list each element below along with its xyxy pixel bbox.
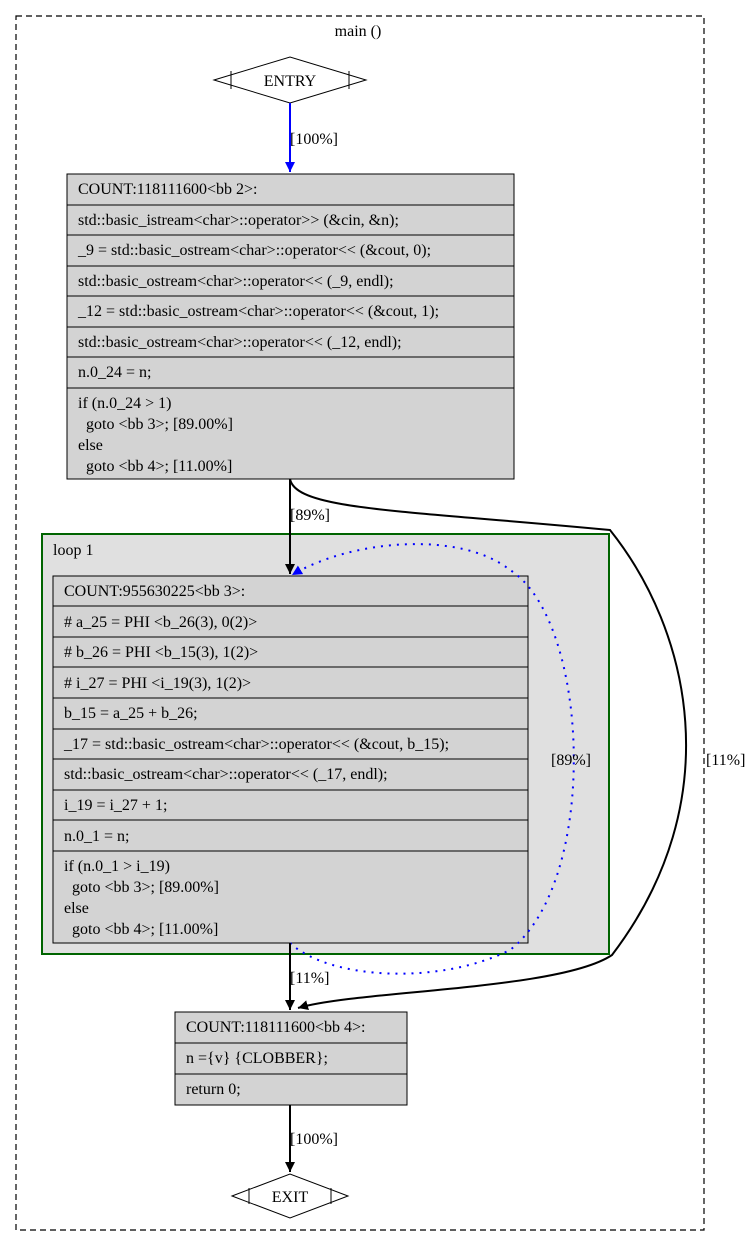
function-cluster bbox=[15, 15, 705, 1231]
bb3-line: std::basic_ostream<char>::operator<< (_1… bbox=[64, 766, 388, 783]
bb2-line: std::basic_ostream<char>::operator<< (_1… bbox=[78, 334, 402, 351]
edge-label-bb3-loop: [89%] bbox=[551, 752, 591, 769]
bb2-line: _12 = std::basic_ostream<char>::operator… bbox=[77, 303, 439, 320]
bb4-line: return 0; bbox=[186, 1081, 241, 1098]
bb4-node[interactable]: COUNT:118111600<bb 4>: n ={v} {CLOBBER};… bbox=[174, 1011, 408, 1106]
bb2-branch-line: goto <bb 3>; [89.00%] bbox=[78, 416, 233, 433]
bb3-line: # i_27 = PHI <i_19(3), 1(2)> bbox=[64, 675, 251, 692]
exit-node[interactable]: EXIT bbox=[230, 1173, 350, 1219]
bb3-branch-line: else bbox=[64, 900, 89, 917]
bb4-line: n ={v} {CLOBBER}; bbox=[186, 1050, 328, 1067]
edge-label-bb2-bb3: [89%] bbox=[290, 507, 330, 524]
edge-label-bb3-bb4: [11%] bbox=[290, 970, 329, 987]
bb3-branch-line: goto <bb 3>; [89.00%] bbox=[64, 879, 219, 896]
entry-label: ENTRY bbox=[264, 73, 317, 90]
bb2-branch-line: else bbox=[78, 437, 103, 454]
entry-node[interactable]: ENTRY bbox=[212, 56, 368, 104]
bb3-branch-line: if (n.0_1 > i_19) bbox=[64, 858, 170, 875]
loop-title: loop 1 bbox=[53, 542, 93, 559]
bb2-line: std::basic_ostream<char>::operator<< (_9… bbox=[78, 273, 394, 290]
bb2-line: std::basic_istream<char>::operator>> (&c… bbox=[78, 212, 399, 229]
bb2-line: _9 = std::basic_ostream<char>::operator<… bbox=[77, 242, 431, 259]
bb3-node[interactable]: COUNT:955630225<bb 3>: # a_25 = PHI <b_2… bbox=[52, 575, 529, 944]
exit-label: EXIT bbox=[272, 1189, 309, 1206]
bb2-branch-line: if (n.0_24 > 1) bbox=[78, 395, 171, 412]
bb3-line: i_19 = i_27 + 1; bbox=[64, 797, 167, 814]
edge-bb3-loop bbox=[289, 543, 575, 975]
bb3-line: n.0_1 = n; bbox=[64, 828, 129, 845]
bb3-line: _17 = std::basic_ostream<char>::operator… bbox=[63, 736, 449, 753]
bb2-line: n.0_24 = n; bbox=[78, 364, 151, 381]
bb3-line: b_15 = a_25 + b_26; bbox=[64, 705, 198, 722]
bb3-branch-line: goto <bb 4>; [11.00%] bbox=[64, 921, 218, 938]
edge-label-entry-bb2: [100%] bbox=[290, 131, 338, 148]
bb2-line: COUNT:118111600<bb 2>: bbox=[78, 181, 257, 198]
bb3-line: # b_26 = PHI <b_15(3), 1(2)> bbox=[64, 644, 258, 661]
bb3-line: COUNT:955630225<bb 3>: bbox=[64, 583, 245, 600]
edge-label-bb2-bb4: [11%] bbox=[706, 752, 745, 769]
bb2-branch-line: goto <bb 4>; [11.00%] bbox=[78, 458, 232, 475]
cluster-title: main () bbox=[335, 23, 382, 40]
bb3-line: # a_25 = PHI <b_26(3), 0(2)> bbox=[64, 614, 257, 631]
edge-label-bb4-exit: [100%] bbox=[290, 1131, 338, 1148]
edge-bb2-bb4 bbox=[289, 478, 688, 1011]
bb2-node[interactable]: COUNT:118111600<bb 2>: std::basic_istrea… bbox=[66, 173, 515, 480]
bb4-line: COUNT:118111600<bb 4>: bbox=[186, 1019, 365, 1036]
